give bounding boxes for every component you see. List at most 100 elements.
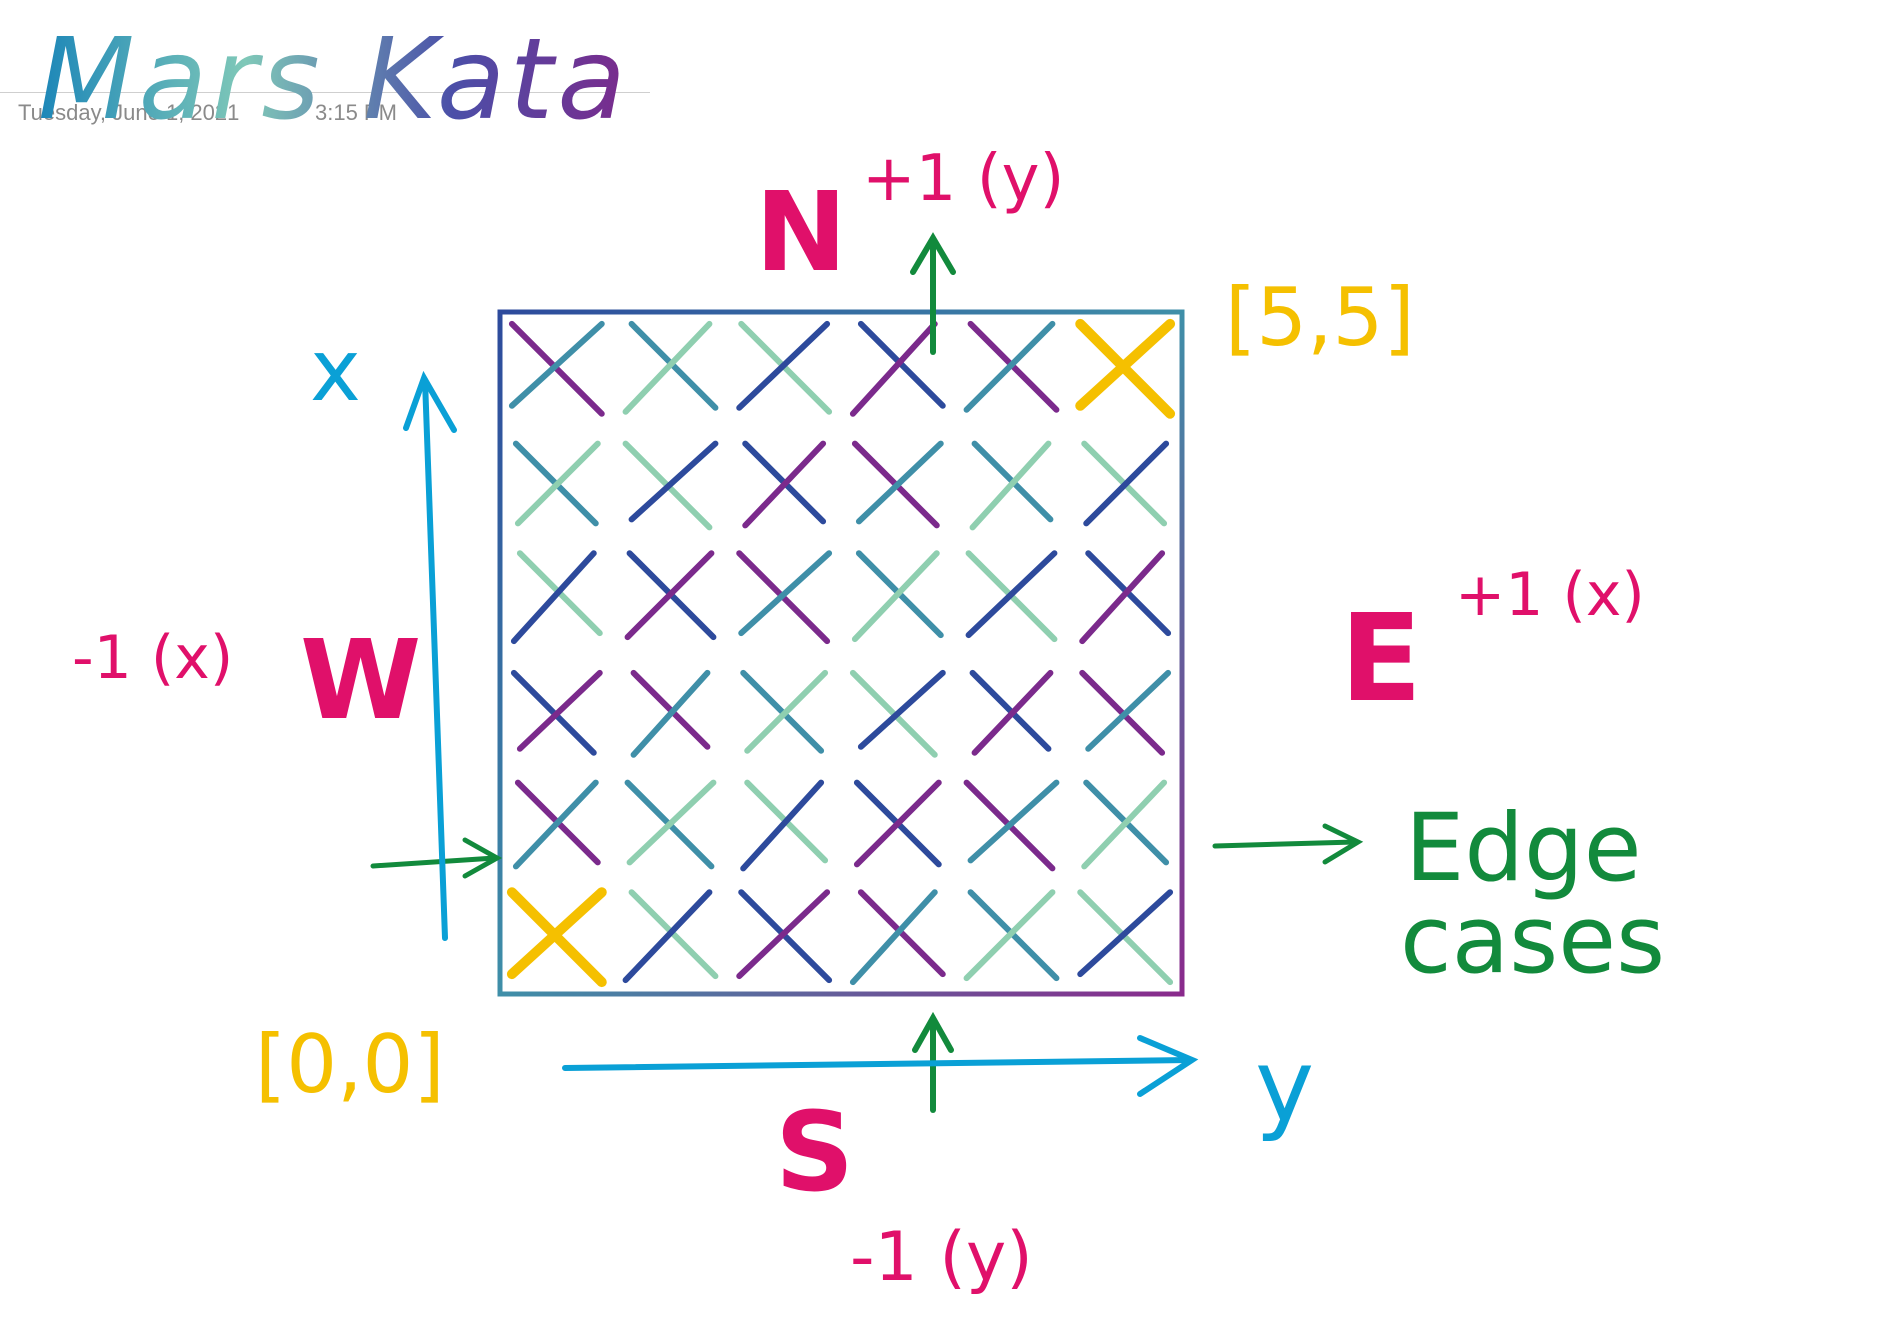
cross-stroke — [1077, 889, 1174, 978]
edge-cases-arrow — [1212, 823, 1364, 865]
corner-bottom-left: [0,0] — [255, 1018, 445, 1111]
grid-cell-mark — [622, 320, 719, 415]
grid-cell-mark — [853, 779, 942, 868]
north-rule: +1 (y) — [862, 142, 1065, 216]
west-rule: -1 (x) — [72, 623, 233, 693]
cross-stroke — [857, 889, 946, 978]
south-letter: S — [775, 1088, 854, 1216]
cross-stroke — [742, 440, 827, 529]
grid-cell-mark — [736, 889, 833, 984]
cross-stroke — [965, 550, 1058, 639]
cross-stroke — [622, 320, 713, 415]
grid-cell-mark — [740, 669, 829, 754]
cross-stroke — [1079, 550, 1166, 645]
grid-cell-mark — [963, 320, 1060, 413]
page-title: Mars Kata — [38, 15, 630, 145]
grid-cell-mark — [849, 669, 946, 758]
cross-stroke — [506, 887, 607, 980]
cross-stroke — [630, 669, 711, 758]
grid-cell-highlight-mark — [1075, 318, 1176, 419]
vertical-axis-label: x — [310, 321, 361, 421]
cross-stroke — [851, 550, 940, 643]
north-letter: N — [755, 168, 847, 296]
vertical-axis-arrow — [403, 370, 457, 941]
grid-cell-mark — [622, 889, 719, 984]
corner-top-right: [5,5] — [1225, 271, 1415, 364]
grid-cell-mark — [622, 440, 719, 531]
grid-cell-mark — [736, 320, 833, 415]
grid-cell-mark — [849, 320, 946, 417]
cross-stroke — [857, 669, 946, 750]
grid-cell-mark — [630, 669, 711, 758]
grid-cell-mark — [965, 550, 1058, 643]
cross-stroke — [622, 889, 713, 984]
horizontal-axis-arrow — [562, 1035, 1199, 1097]
cross-stroke — [849, 320, 938, 417]
cross-stroke — [855, 440, 944, 525]
cross-stroke — [744, 669, 829, 754]
cross-stroke — [510, 550, 597, 645]
cross-stroke — [969, 440, 1052, 531]
cross-stroke — [736, 320, 831, 411]
edge-cases-line1: Edge — [1405, 794, 1642, 903]
grid-cell-mark — [512, 779, 601, 870]
grid-cell-mark — [510, 669, 603, 756]
cross-stroke — [736, 889, 831, 980]
grid-cell-mark — [740, 779, 829, 872]
cross-stroke — [508, 320, 605, 409]
west-edge-arrow — [370, 837, 503, 879]
cross-stroke — [514, 440, 601, 527]
grid-cell-highlight-mark — [506, 887, 607, 988]
cross-stroke — [1083, 440, 1170, 527]
grid-cell-mark — [969, 669, 1054, 756]
grid-cell-mark — [963, 889, 1060, 982]
cross-stroke — [516, 669, 603, 752]
grid-cell-mark — [969, 440, 1054, 531]
grid-cell-mark — [512, 440, 601, 527]
grid-cell-mark — [510, 550, 603, 645]
cross-stroke — [963, 889, 1056, 982]
east-letter: E — [1340, 590, 1422, 729]
cross-stroke — [1081, 779, 1168, 870]
page-time: 3:15 PM — [315, 100, 397, 125]
grid-cell-mark — [849, 889, 946, 986]
cross-stroke — [738, 550, 833, 637]
grid-cell-mark — [1079, 550, 1172, 645]
west-letter: W — [300, 616, 421, 744]
cross-stroke — [971, 669, 1054, 756]
cross-stroke — [626, 779, 717, 866]
grid-cell-mark — [508, 320, 605, 417]
cross-stroke — [1085, 669, 1172, 752]
grid-cell-mark — [851, 550, 944, 643]
east-rule: +1 (x) — [1455, 560, 1645, 630]
cross-stroke — [740, 779, 825, 872]
page-date: Tuesday, June 1, 2021 — [18, 100, 240, 125]
cross-stroke — [624, 550, 715, 641]
grid-cell-mark — [742, 440, 827, 529]
south-rule: -1 (y) — [850, 1218, 1033, 1297]
page-title-rule — [0, 92, 650, 93]
cross-stroke — [963, 320, 1056, 413]
grid-border — [497, 309, 1185, 997]
cross-stroke — [857, 320, 946, 409]
grid-cell-mark — [963, 779, 1060, 872]
grid-cell-mark — [624, 779, 717, 870]
cross-stroke — [628, 440, 719, 523]
grid-cell-mark — [1079, 669, 1172, 756]
grid-cell-mark — [1081, 779, 1170, 870]
grid-marks — [506, 318, 1176, 988]
cross-stroke — [512, 779, 599, 870]
horizontal-axis-label: y — [1255, 1027, 1314, 1144]
cross-stroke — [967, 779, 1060, 864]
cross-stroke — [853, 779, 942, 868]
cross-stroke — [1075, 318, 1176, 411]
grid-cell-mark — [1081, 440, 1170, 527]
cross-stroke — [849, 889, 938, 986]
grid-cell-mark — [624, 550, 717, 641]
grid-cell-mark — [851, 440, 944, 529]
north-arrow — [910, 232, 956, 355]
grid-cell-mark — [736, 550, 833, 645]
edge-cases-line2: cases — [1400, 886, 1665, 995]
